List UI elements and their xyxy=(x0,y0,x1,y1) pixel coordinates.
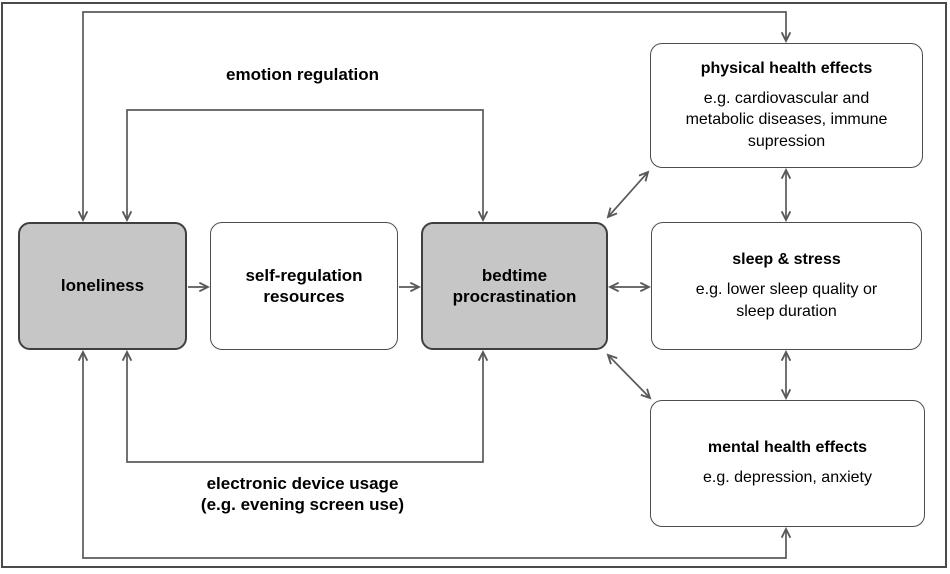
node-title: sleep & stress xyxy=(732,250,841,268)
node-bedtime-procrastination: bedtime procrastination xyxy=(421,222,608,350)
node-title-line: self-regulation xyxy=(245,265,363,285)
node-detail-line: e.g. lower sleep quality or xyxy=(695,280,878,298)
node-detail: e.g. lower sleep quality or sleep durati… xyxy=(696,279,877,322)
node-title: physical health effects xyxy=(700,59,873,77)
node-title: self-regulation resources xyxy=(245,265,362,308)
node-detail-line: sleep duration xyxy=(736,302,837,320)
edge-label-line: (e.g. evening screen use) xyxy=(200,495,405,515)
node-detail: e.g. depression, anxiety xyxy=(703,467,872,489)
node-title: bedtime procrastination xyxy=(453,265,577,308)
node-title: loneliness xyxy=(60,276,145,296)
node-detail: e.g. cardiovascular and metabolic diseas… xyxy=(686,88,888,153)
node-self-regulation-resources: self-regulation resources xyxy=(210,222,398,350)
edge-label-electronic-device-usage: electronic device usage (e.g. evening sc… xyxy=(165,473,440,516)
node-title: mental health effects xyxy=(707,439,868,457)
node-detail-line: supression xyxy=(747,132,826,150)
node-detail-line: e.g. depression, anxiety xyxy=(703,469,872,487)
edge-label-line: electronic device usage xyxy=(206,474,399,493)
edge-label-emotion-regulation: emotion regulation xyxy=(226,65,379,84)
node-loneliness: loneliness xyxy=(18,222,187,350)
node-title-line: bedtime xyxy=(481,265,548,285)
node-mental-health-effects: mental health effects e.g. depression, a… xyxy=(650,400,925,527)
node-title-line: procrastination xyxy=(452,287,577,306)
node-physical-health-effects: physical health effects e.g. cardiovascu… xyxy=(650,43,923,168)
node-sleep-and-stress: sleep & stress e.g. lower sleep quality … xyxy=(651,222,922,350)
node-detail-line: e.g. cardiovascular and xyxy=(703,89,870,107)
node-title-line: resources xyxy=(263,287,345,306)
node-detail-line: metabolic diseases, immune xyxy=(685,111,888,129)
